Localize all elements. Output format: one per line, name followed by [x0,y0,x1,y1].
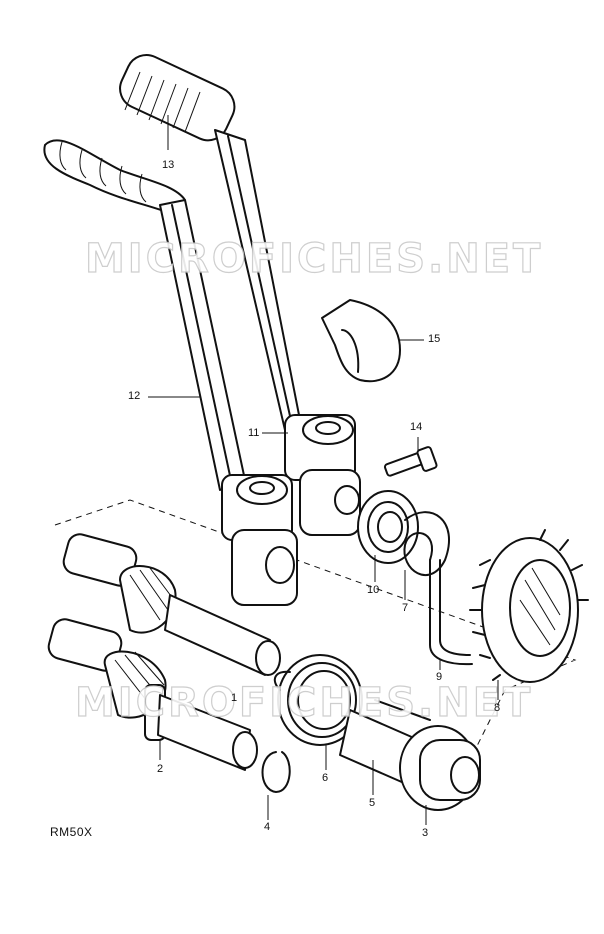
collar-3 [399,725,481,811]
kick-gear-8 [469,529,589,683]
assembly-bounding-plane [54,499,577,761]
kick-lever-13 [119,54,361,536]
return-spring-6 [273,654,363,746]
callout-8: 8 [494,702,501,714]
kick-shaft-2 [47,618,258,771]
kick-shaft-1 [62,533,281,676]
model-label: RM50X [50,825,93,839]
callout-14: 14 [410,421,423,433]
leader-lines [148,115,499,825]
callout-7: 7 [402,602,409,614]
callout-13: 13 [162,159,175,171]
kick-spring-7 [403,511,451,576]
callout-6: 6 [322,772,329,784]
callout-5: 5 [369,797,376,809]
callout-1: 1 [231,692,238,704]
callout-4: 4 [264,821,271,833]
callout-15: 15 [428,333,441,345]
spring-guide-9 [429,559,473,666]
callout-12: 12 [128,390,141,402]
lever-cap-15 [321,299,401,383]
callout-9: 9 [436,671,443,683]
watermark: MICROFICHES.NET [74,679,534,726]
callout-10: 10 [367,584,380,596]
callout-2: 2 [157,763,164,775]
kick-lever-12 [43,139,298,606]
callout-11: 11 [248,427,260,439]
callout-3: 3 [422,827,429,839]
circlip-4 [261,751,291,793]
watermark: MICROFICHES.NET [84,235,544,282]
oil-seal-10 [357,490,419,564]
bolt-14 [383,446,438,477]
